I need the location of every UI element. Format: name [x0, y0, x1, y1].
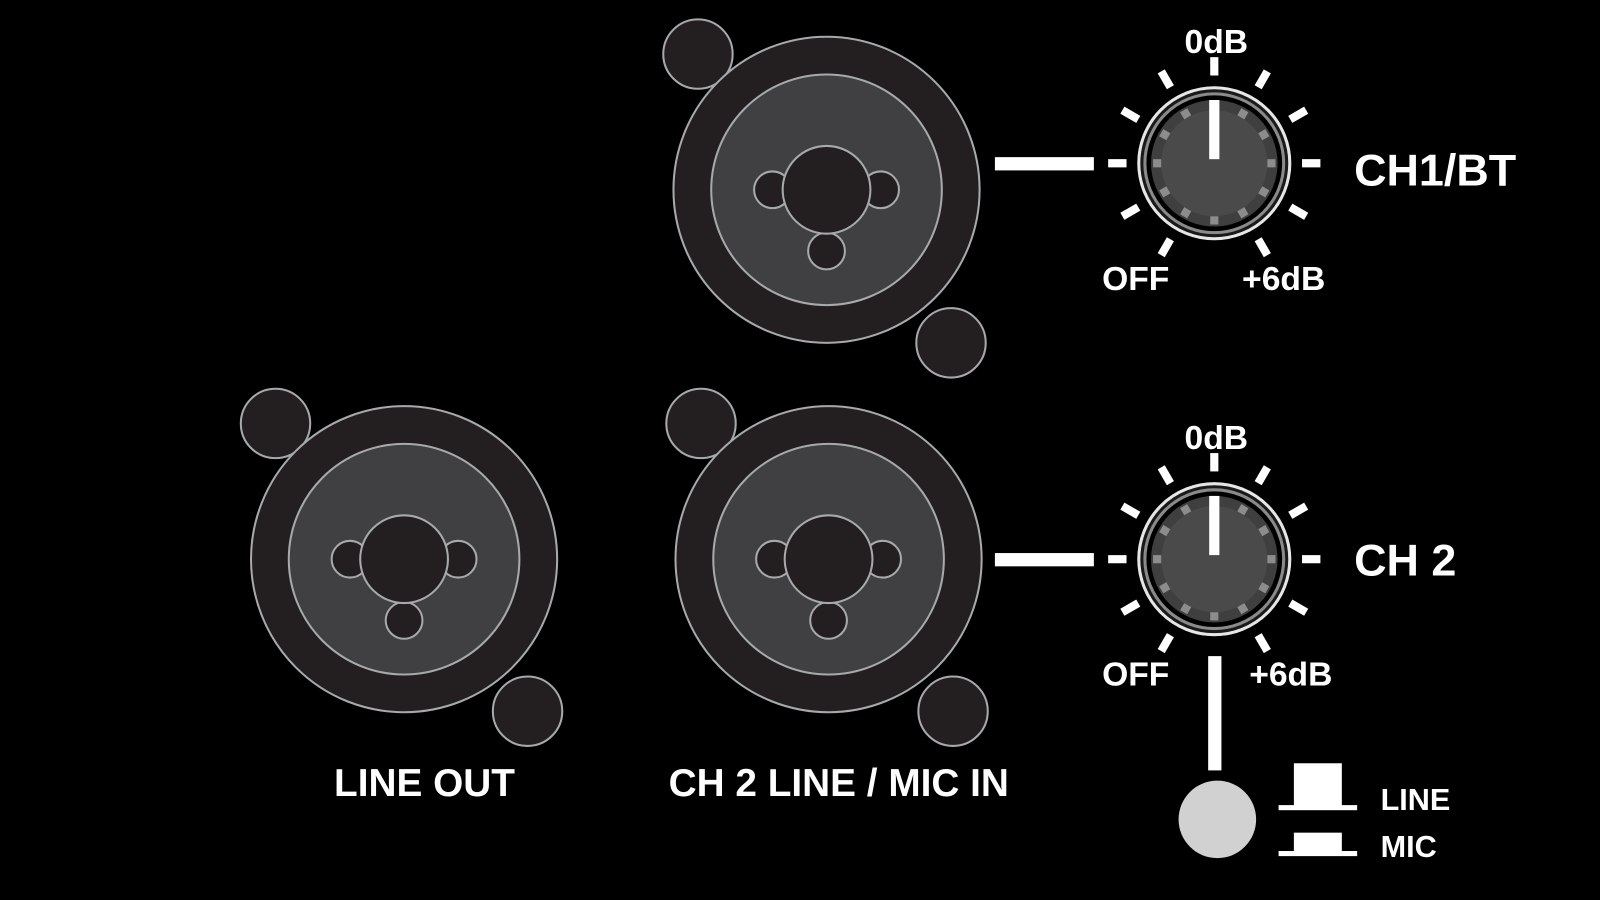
knob-grip-mark	[1159, 129, 1171, 141]
knob-grip-mark	[1159, 525, 1171, 537]
knob-grip-mark	[1180, 207, 1192, 219]
knob-grip-mark	[1258, 525, 1270, 537]
knob-grip-mark	[1258, 582, 1270, 594]
line-out-label: LINE OUT	[334, 762, 515, 805]
knob-grip-mark	[1180, 108, 1192, 120]
trs-socket-hole-icon	[781, 144, 872, 235]
knob-grip-mark	[1153, 555, 1162, 564]
scale-tick-mark	[1120, 203, 1141, 220]
trs-socket-hole-icon	[783, 514, 874, 605]
knob-grip-mark	[1210, 612, 1219, 621]
line-mic-switch-button[interactable]	[1178, 780, 1257, 859]
knob-pointer-indicator	[1209, 100, 1220, 160]
knob-grip-mark	[1153, 159, 1162, 168]
ch2-connector-line	[994, 553, 1094, 567]
mounting-screw-icon	[665, 387, 737, 460]
knob-grip-mark	[1258, 186, 1270, 198]
knob-grip-mark	[1159, 186, 1171, 198]
scale-tick-mark	[1157, 633, 1174, 654]
ch1-volume-knob[interactable]	[1108, 57, 1321, 258]
scale-tick-mark	[1120, 106, 1141, 123]
scale-tick-mark	[1120, 599, 1141, 616]
knob-grip-mark	[1258, 129, 1270, 141]
ch1-knob-name: CH1/BT	[1354, 145, 1516, 196]
switch-option-mic: MIC	[1381, 830, 1437, 864]
scale-tick-mark	[1288, 502, 1309, 519]
switch-connector-line	[1208, 656, 1222, 771]
ch2-input-jack[interactable]	[665, 387, 989, 747]
ch1-knob-max-label: +6dB	[1242, 261, 1325, 298]
mounting-screw-icon	[662, 18, 734, 90]
ch1-connector-line	[994, 157, 1094, 171]
knob-grip-mark	[1180, 504, 1192, 516]
knob-cap	[1161, 110, 1268, 217]
mounting-screw-icon	[239, 387, 312, 460]
scale-tick-mark	[1157, 237, 1174, 258]
ch1-knob-min-label: OFF	[1102, 261, 1169, 298]
scale-tick-mark	[1157, 465, 1174, 486]
ch2-input-label: CH 2 LINE / MIC IN	[669, 762, 1009, 805]
mounting-screw-icon	[917, 675, 989, 747]
knob-grip-mark	[1267, 159, 1276, 168]
scale-tick-mark	[1288, 203, 1309, 220]
ch1-input-jack[interactable]	[662, 18, 987, 379]
knob-grip-mark	[1267, 555, 1276, 564]
xlr-pin-hole-icon	[809, 601, 848, 640]
knob-grip-mark	[1159, 582, 1171, 594]
scale-tick-mark	[1120, 502, 1141, 519]
ch2-volume-knob[interactable]	[1108, 453, 1321, 654]
xlr-pin-hole-icon	[807, 231, 846, 271]
knob-cap	[1161, 506, 1268, 613]
ch2-knob-name: CH 2	[1354, 535, 1456, 586]
ch1-knob-top-label: 0dB	[1185, 24, 1249, 61]
xlr-pin-hole-icon	[384, 601, 424, 640]
line-out-jack[interactable]	[239, 387, 564, 747]
knob-grip-mark	[1237, 207, 1249, 219]
knob-grip-mark	[1237, 504, 1249, 516]
line-switch-icon	[1278, 763, 1358, 811]
scale-tick-mark	[1254, 465, 1271, 486]
trs-socket-hole-icon	[359, 514, 449, 605]
scale-tick-mark	[1254, 237, 1271, 258]
scale-tick-mark	[1254, 69, 1271, 90]
knob-pointer-indicator	[1209, 495, 1220, 556]
knob-grip-mark	[1210, 216, 1219, 225]
knob-grip-mark	[1237, 108, 1249, 120]
ch2-knob-max-label: +6dB	[1249, 657, 1332, 694]
scale-tick-mark	[1288, 106, 1309, 123]
mounting-screw-icon	[915, 307, 987, 379]
scale-tick-mark	[1288, 599, 1309, 616]
scale-tick-mark	[1157, 69, 1174, 90]
mic-switch-icon	[1278, 832, 1358, 857]
mounting-screw-icon	[491, 675, 564, 747]
ch2-knob-min-label: OFF	[1102, 657, 1169, 694]
switch-option-line: LINE	[1381, 783, 1451, 817]
knob-grip-mark	[1180, 603, 1192, 615]
scale-tick-mark	[1254, 633, 1271, 654]
ch2-knob-top-label: 0dB	[1185, 420, 1249, 457]
knob-grip-mark	[1237, 603, 1249, 615]
